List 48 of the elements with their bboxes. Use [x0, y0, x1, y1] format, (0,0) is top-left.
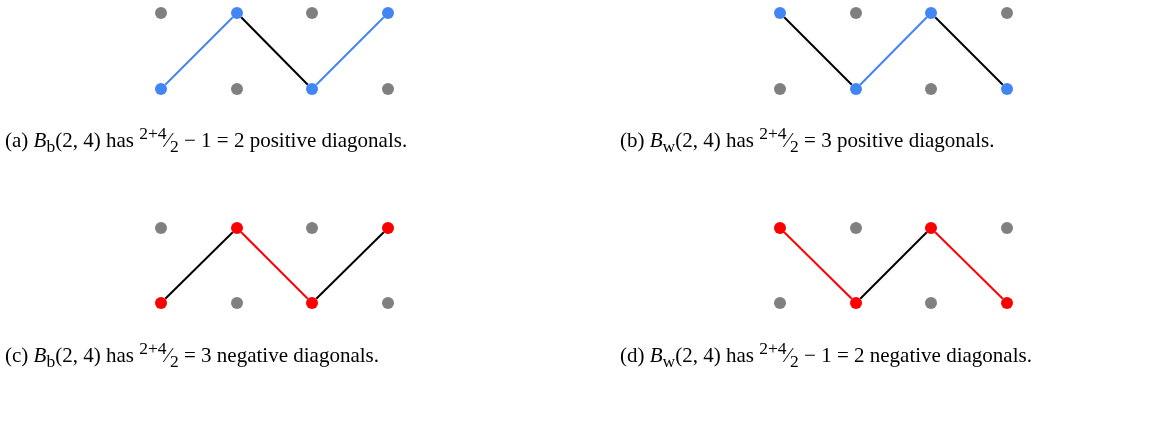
grid-dot: [850, 297, 862, 309]
diagonal-line: [934, 231, 1004, 300]
diagonal-line: [164, 16, 234, 86]
grid-dot: [1001, 7, 1013, 19]
diagonal-line: [240, 16, 309, 86]
grid-dot: [155, 7, 167, 19]
grid-dot: [382, 297, 394, 309]
caption: (a) B$_{b}$(2, 4) has $^{2+4}$⁄$_{2}$ − 1 = 2 positive diagonals.: [5, 122, 409, 159]
grid-dot: [850, 222, 862, 234]
grid-dot: [306, 297, 318, 309]
grid-dot: [231, 83, 243, 95]
diagonal-line: [934, 16, 1004, 86]
diagonal-line: [315, 16, 385, 86]
diagonal-line: [164, 231, 234, 300]
grid-dot: [925, 297, 937, 309]
grid-dot: [306, 7, 318, 19]
diagonal-line: [240, 231, 309, 300]
caption: (d) B$_{w}$(2, 4) has $^{2+4}$⁄$_{2}$ − 1 = 2 negative diagonals.: [620, 337, 1033, 374]
grid-dot: [774, 297, 786, 309]
grid-dot: [1001, 222, 1013, 234]
grid-dot: [382, 222, 394, 234]
grid-dot: [155, 83, 167, 95]
grid-dot: [1001, 297, 1013, 309]
caption: (b) B$_{w}$(2, 4) has $^{2+4}$⁄$_{2}$ = 3 positive diagonals.: [620, 122, 996, 159]
grid-dot: [774, 83, 786, 95]
grid-dot: [306, 222, 318, 234]
caption: (c) B$_{b}$(2, 4) has $^{2+4}$⁄$_{2}$ = 3 negative diagonals.: [5, 337, 380, 374]
grid-dot: [382, 7, 394, 19]
diagonal-line: [859, 231, 928, 300]
grid-dot: [1001, 83, 1013, 95]
grid-dot: [231, 297, 243, 309]
grid-dot: [850, 7, 862, 19]
diagonal-line: [783, 16, 853, 86]
grid-dot: [774, 222, 786, 234]
diagonal-line: [315, 231, 385, 300]
grid-dot: [155, 297, 167, 309]
grid-dot: [382, 83, 394, 95]
grid-dot: [925, 7, 937, 19]
grid-dot: [306, 83, 318, 95]
diagonal-line: [859, 16, 928, 86]
grid-dot: [774, 7, 786, 19]
grid-dot: [231, 7, 243, 19]
grid-dot: [155, 222, 167, 234]
grid-dot: [925, 83, 937, 95]
diagonal-line: [783, 231, 853, 300]
grid-dot: [925, 222, 937, 234]
grid-dot: [850, 83, 862, 95]
grid-dot: [231, 222, 243, 234]
